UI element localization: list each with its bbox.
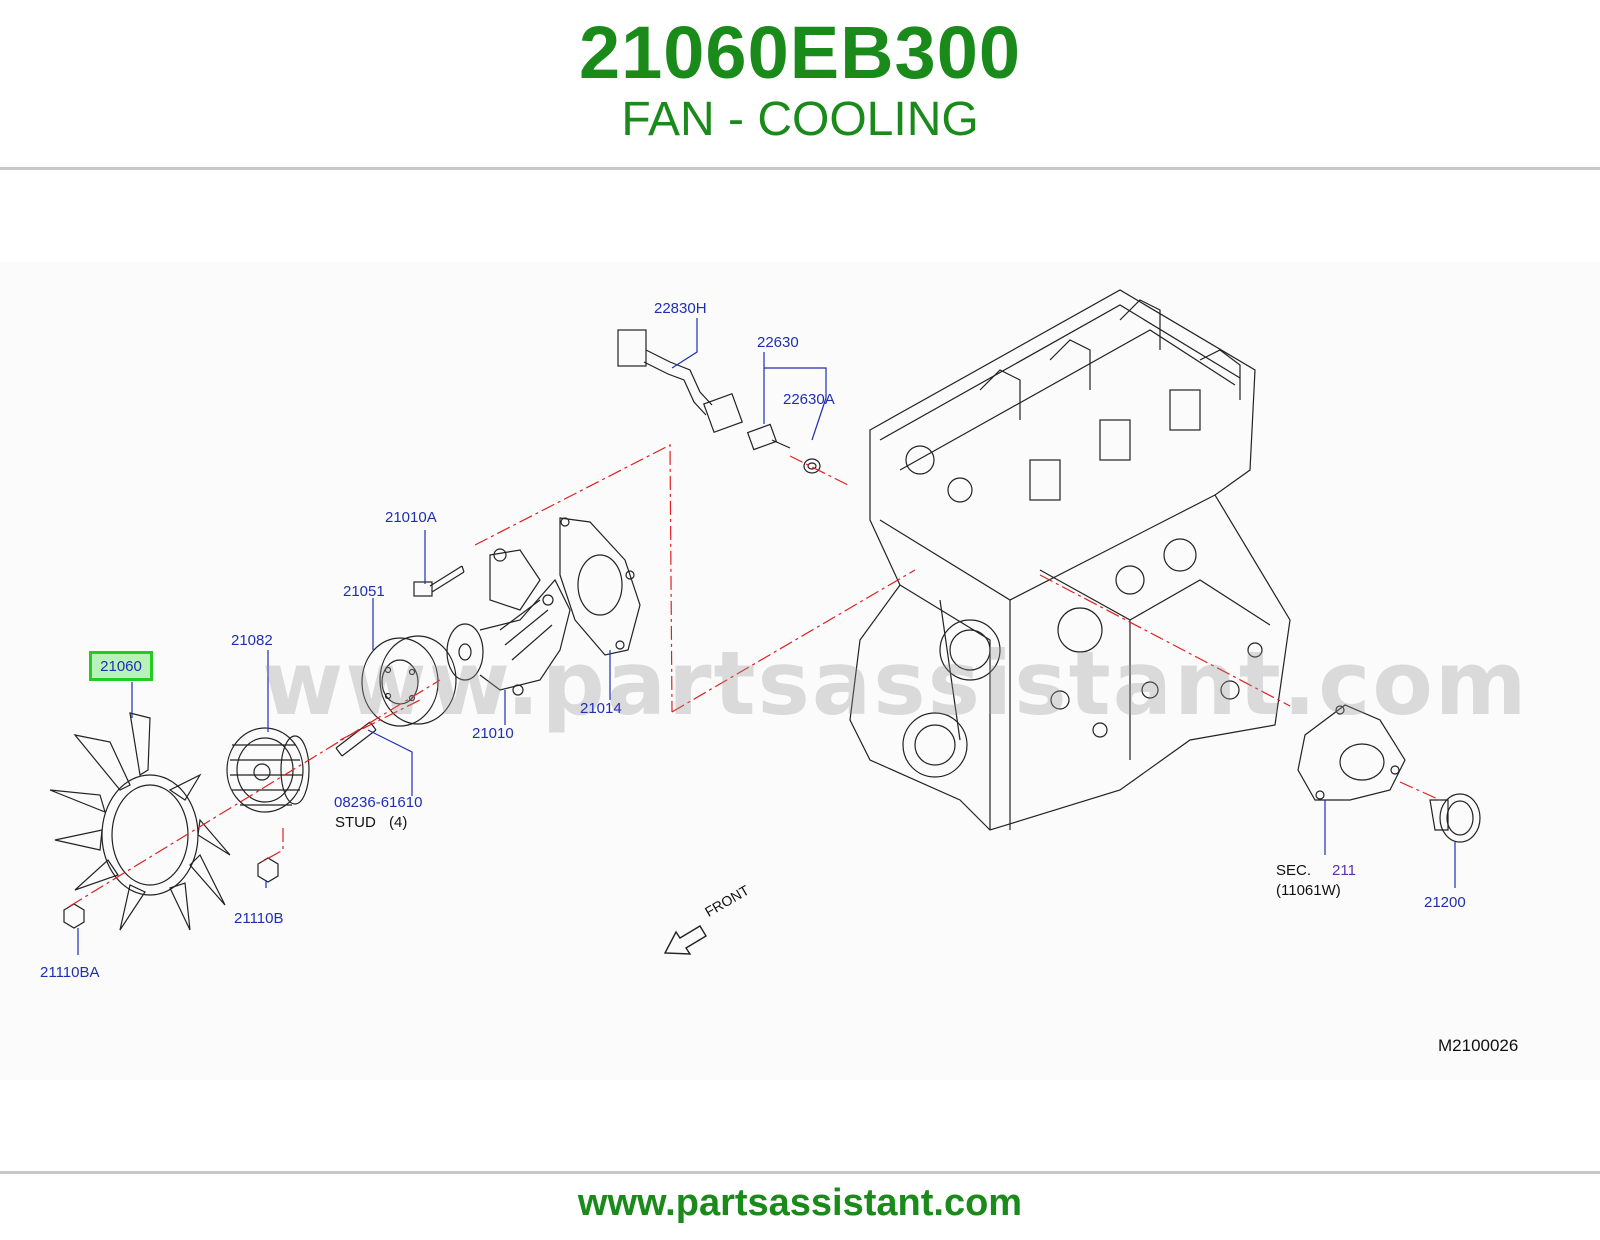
- part-name-subtitle: FAN - COOLING: [621, 93, 979, 146]
- diagram-background: [0, 262, 1600, 1080]
- label-21014[interactable]: 21014: [580, 700, 622, 717]
- cooling-fan-drawing: [49, 712, 231, 931]
- gasket-drawing: [559, 517, 641, 656]
- leader-lines: [77, 318, 1456, 955]
- header-divider: [0, 167, 1600, 170]
- thermostat-drawing: [1429, 793, 1481, 843]
- sensor-harness-drawing: [617, 329, 821, 474]
- label-21010A[interactable]: 21010A: [385, 509, 437, 526]
- diagram-code: M2100026: [1438, 1036, 1519, 1055]
- label-sec-211[interactable]: 211: [1332, 862, 1356, 879]
- thermostat-housing-drawing: [1297, 704, 1406, 801]
- label-21010[interactable]: 21010: [472, 725, 514, 742]
- footer-url[interactable]: www.partsassistant.com: [577, 1182, 1023, 1224]
- footer-divider: [0, 1171, 1600, 1174]
- label-08236-61610[interactable]: 08236-61610: [334, 794, 423, 811]
- alignment-lines: [69, 444, 1441, 907]
- part-number-title: 21060EB300: [578, 11, 1022, 94]
- label-sec: SEC.: [1276, 862, 1312, 879]
- label-stud-qty: (4): [389, 814, 408, 831]
- bolt-drawing: [413, 565, 465, 597]
- engine-block-drawing: [849, 289, 1291, 831]
- label-21060[interactable]: 21060: [100, 658, 142, 675]
- label-stud: STUD: [335, 814, 376, 831]
- label-21200[interactable]: 21200: [1424, 894, 1466, 911]
- label-21051[interactable]: 21051: [343, 583, 385, 600]
- front-arrow-drawing: [663, 925, 707, 955]
- label-22630A[interactable]: 22630A: [783, 391, 835, 408]
- page-header: 21060EB300 FAN - COOLING: [0, 0, 1600, 168]
- water-pump-drawing: [446, 548, 571, 696]
- watermark: www.partsassistant.com: [262, 632, 1529, 735]
- label-22830H[interactable]: 22830H: [654, 300, 707, 317]
- label-21082[interactable]: 21082: [231, 632, 273, 649]
- stud-drawing: [335, 721, 377, 757]
- label-21110B[interactable]: 21110B: [234, 910, 284, 927]
- fan-coupling-drawing: [226, 727, 310, 813]
- label-22630[interactable]: 22630: [757, 334, 799, 351]
- label-21110BA[interactable]: 21110BA: [40, 964, 100, 981]
- highlighted-part-21060[interactable]: 21060: [89, 651, 153, 681]
- label-sec-ref: (11061W): [1276, 882, 1341, 899]
